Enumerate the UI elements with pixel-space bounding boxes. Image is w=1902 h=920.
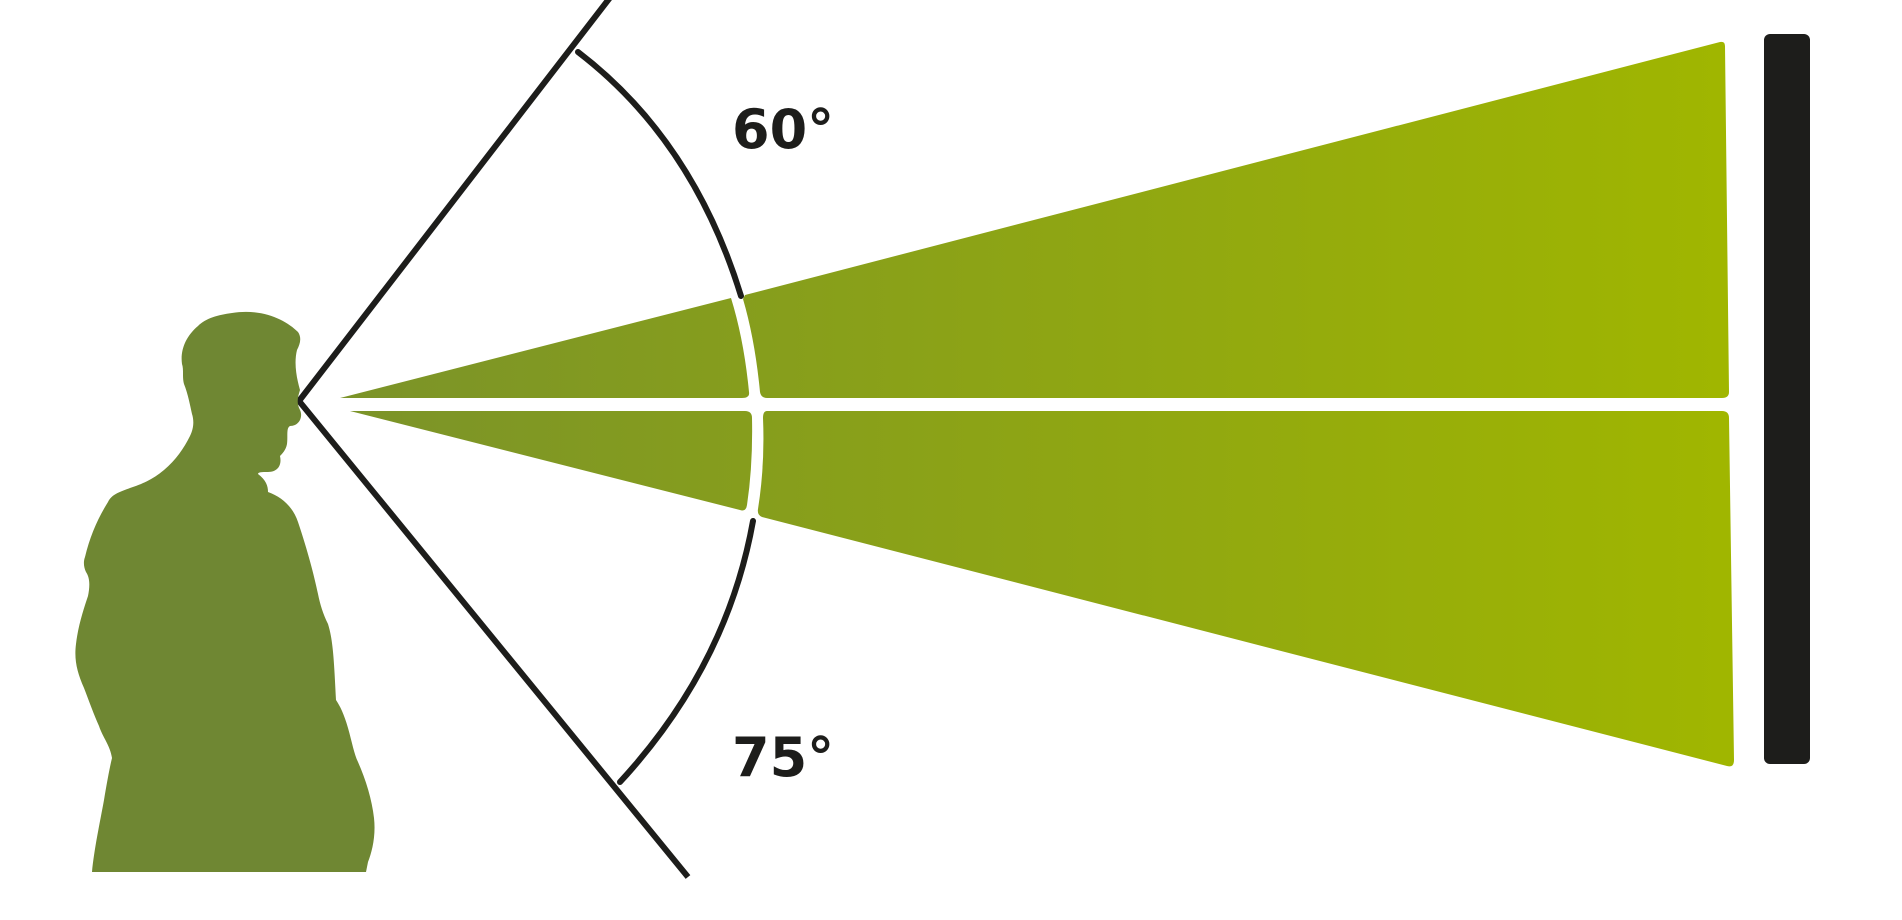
upper-cone-near-segment xyxy=(340,298,750,398)
upper-cone-far-segment xyxy=(743,41,1729,398)
lower-cone-near-segment xyxy=(350,411,753,511)
person-silhouette-icon xyxy=(75,311,375,873)
lower-angle-arc xyxy=(617,518,756,785)
lower-cone-far-segment xyxy=(757,411,1734,767)
lower-angle-label: 75° xyxy=(732,726,834,789)
screen-bar-icon xyxy=(1764,34,1810,764)
upper-angle-arc xyxy=(575,49,744,299)
viewing-field-outline xyxy=(295,0,691,879)
upper-angle-label: 60° xyxy=(732,98,834,161)
